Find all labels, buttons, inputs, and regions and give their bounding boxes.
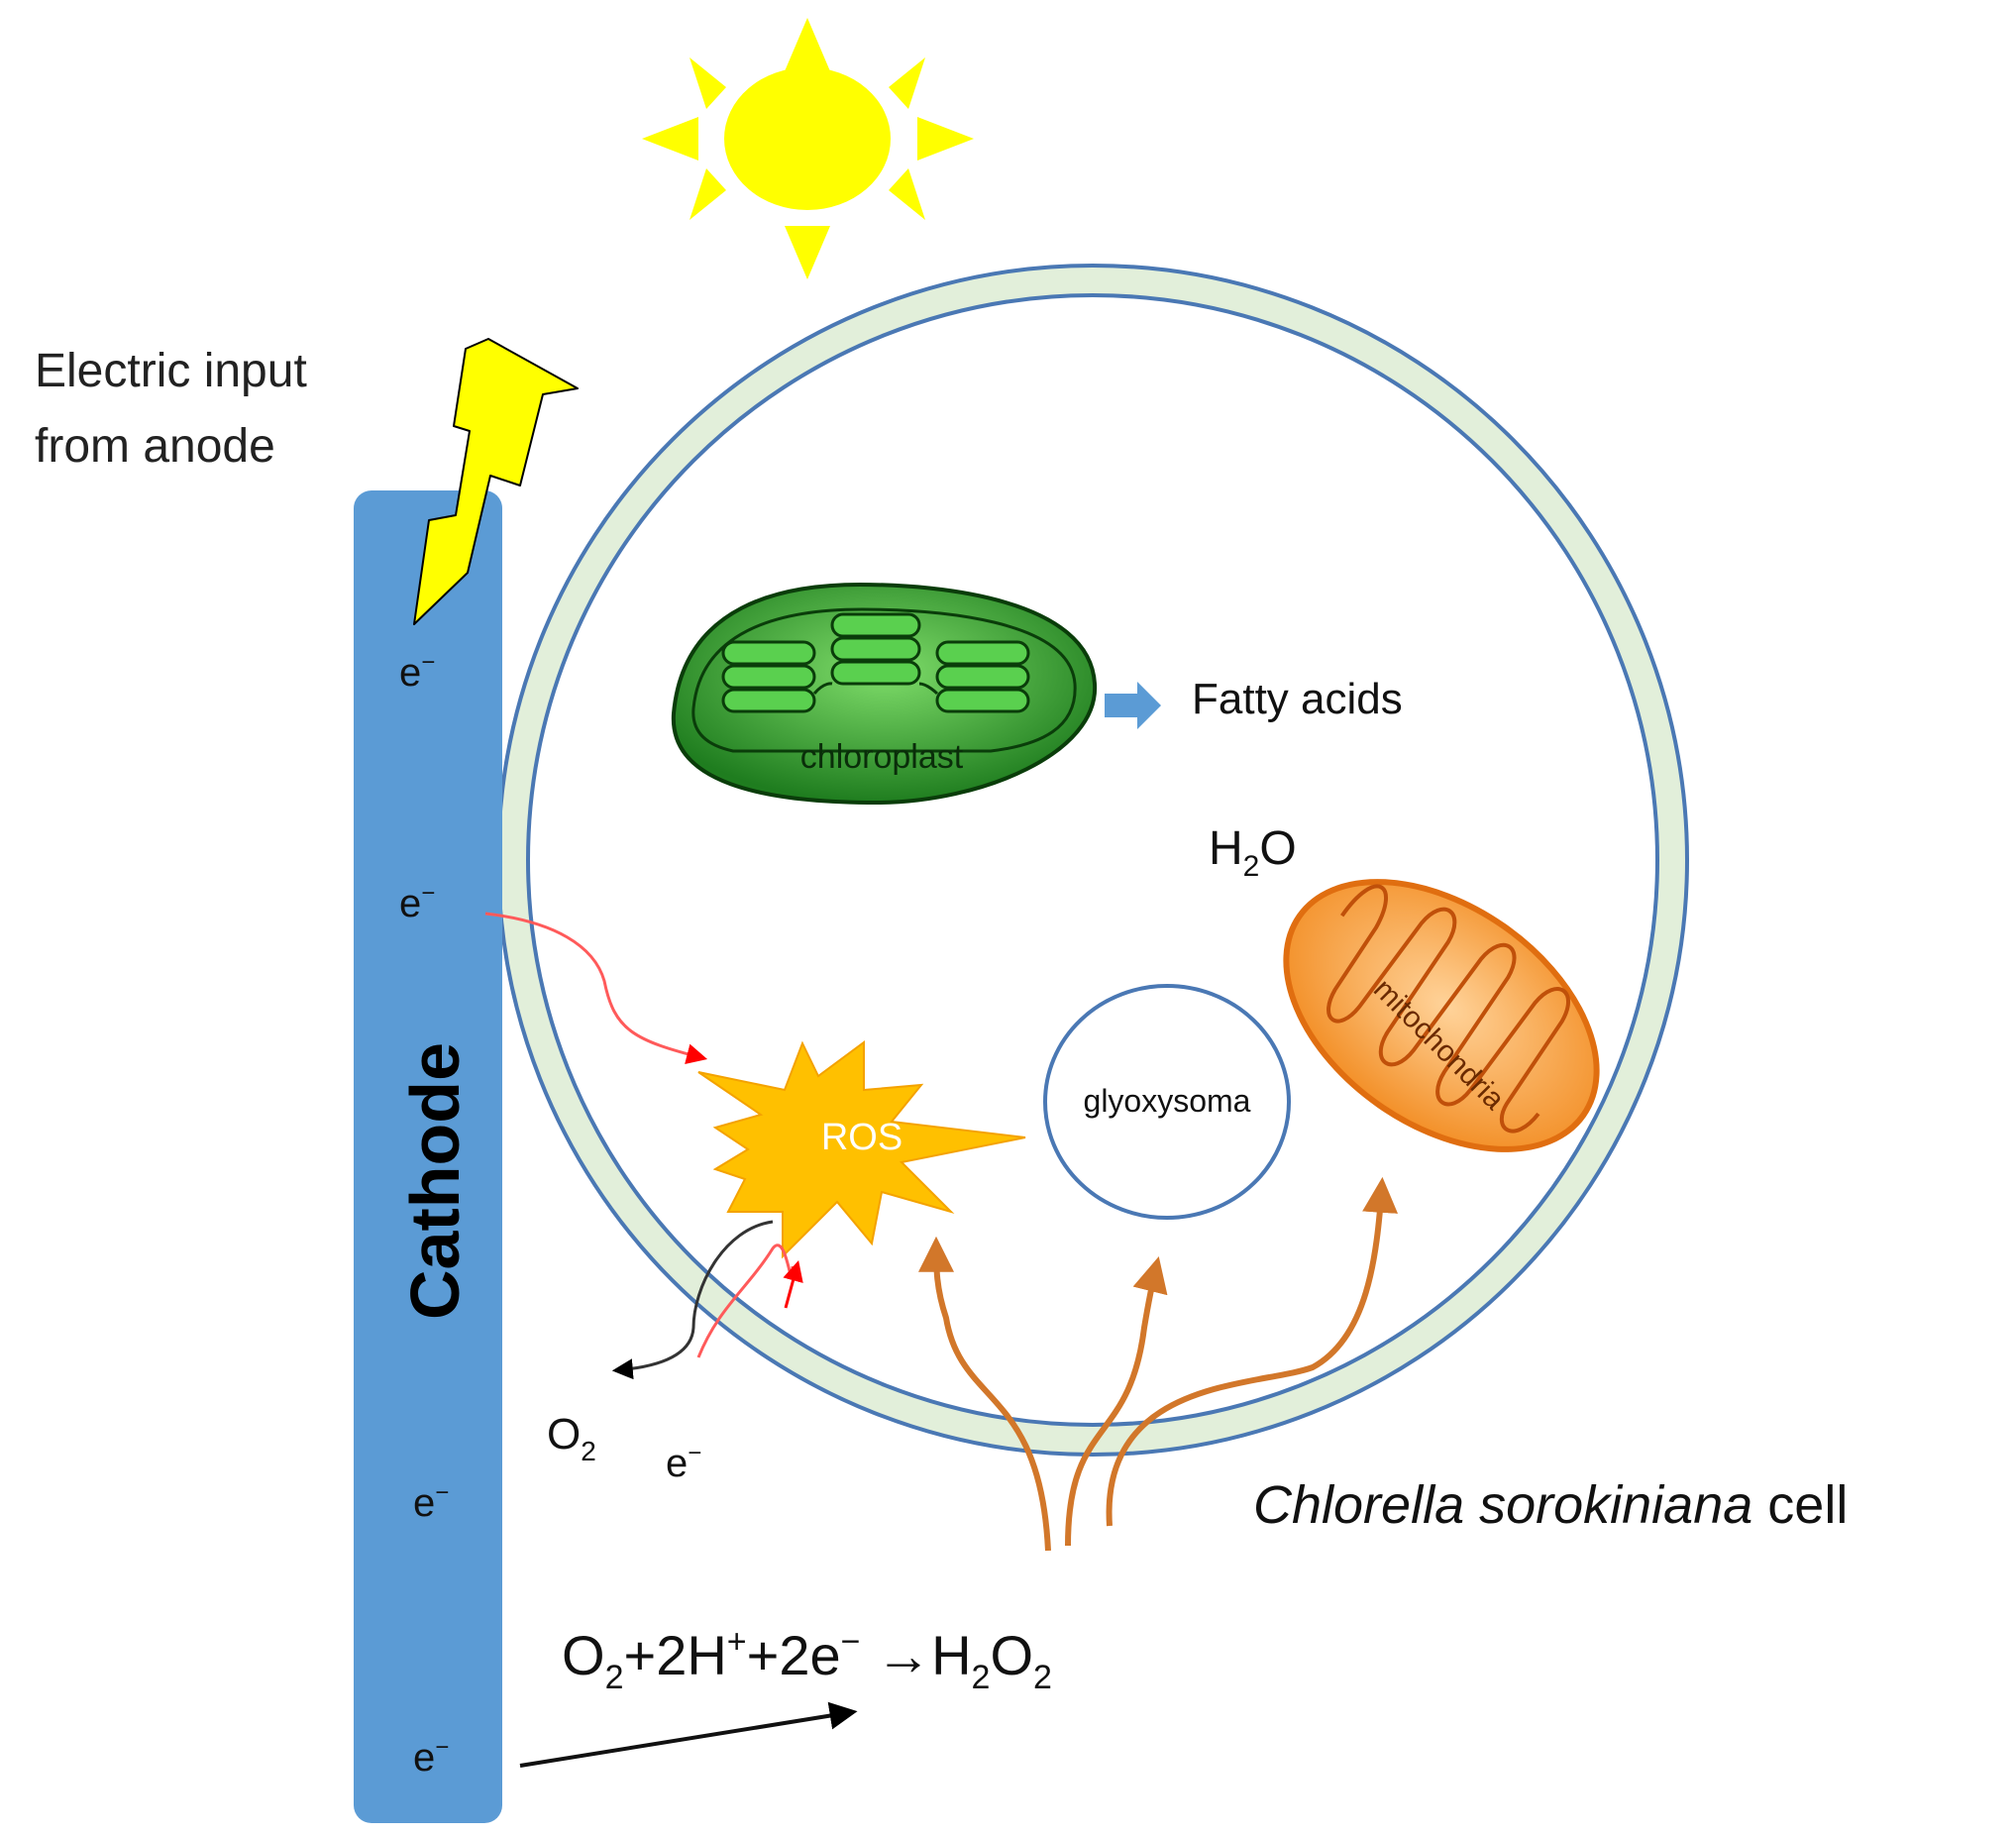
- svg-text:e−: e−: [413, 1734, 449, 1780]
- from-anode-label: from anode: [35, 420, 275, 473]
- mitochondria: [1283, 879, 1600, 1152]
- electric-input-label: Electric input: [35, 345, 307, 397]
- svg-text:e−: e−: [413, 1479, 449, 1525]
- svg-text:e−: e−: [399, 649, 435, 695]
- cathode-electron-1: e−: [399, 649, 435, 695]
- ros-to-oxygen-arrow: [611, 1220, 774, 1380]
- ros-starburst: [697, 1040, 1026, 1259]
- svg-text:e−: e−: [399, 880, 435, 925]
- sun-icon: [642, 18, 974, 279]
- electron-to-equation-arrow: [519, 1701, 858, 1768]
- chloroplast: chloroplast: [671, 582, 1098, 806]
- lightning-bolt-icon: [413, 338, 579, 625]
- oxygen-label: O2: [547, 1410, 596, 1466]
- cathode-electrode: [354, 490, 502, 1823]
- chloroplast-label: chloroplast: [800, 738, 964, 776]
- fatty-acids-label: Fatty acids: [1192, 675, 1403, 723]
- electron-to-ros-arrow: [484, 912, 708, 1064]
- fatty-acids-arrow-icon: [1105, 682, 1161, 729]
- cell-label: Chlorella sorokiniana cell: [1253, 1475, 1848, 1535]
- water-label: H2O: [1209, 822, 1297, 883]
- cathode-electron-4: e−: [413, 1734, 449, 1780]
- cathode-electron-3: e−: [413, 1479, 449, 1525]
- glyoxysoma-label: glyoxysoma: [1084, 1083, 1251, 1119]
- ros-label: ROS: [821, 1117, 902, 1158]
- glyoxysoma: [1043, 984, 1291, 1220]
- cell: [496, 264, 1689, 1457]
- reaction-equation: O2+2H++2e− →H2O2: [562, 1623, 1052, 1696]
- free-electron-label: e−: [666, 1440, 701, 1485]
- cathode-electron-2: e−: [399, 880, 435, 925]
- cathode-label: Cathode: [396, 1042, 474, 1320]
- h2o2-arrows: [918, 1176, 1399, 1552]
